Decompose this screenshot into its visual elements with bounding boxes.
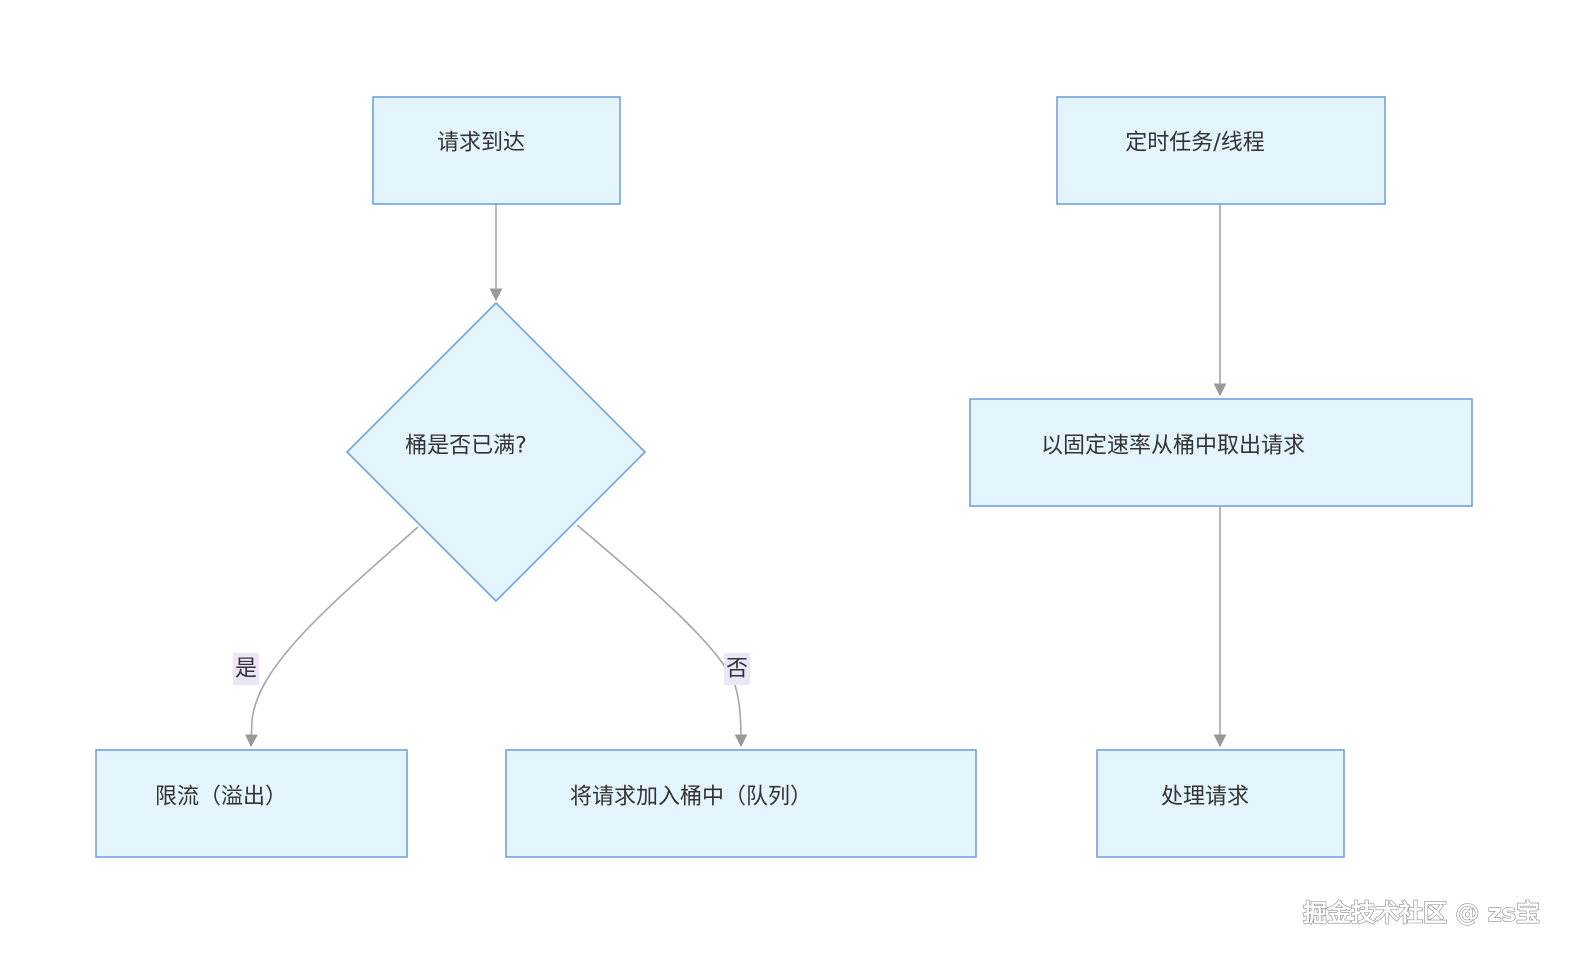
edges: [245, 204, 1227, 748]
watermark-text: 掘金技术社区 @ zs宝: [1303, 899, 1540, 927]
edge-label-no-text: 否: [726, 657, 748, 682]
node-process-request[interactable]: 处理请求: [1096, 749, 1345, 858]
edge-label-no: 否: [724, 653, 750, 685]
node-fetch-at-fixed-rate-label: 以固定速率从桶中取出请求: [1041, 434, 1305, 459]
node-add-to-bucket-queue-label: 将请求加入桶中（队列）: [570, 785, 812, 810]
node-process-request-label: 处理请求: [1161, 785, 1249, 810]
edge-decision-no-to-queue: [576, 524, 748, 748]
node-timer-task[interactable]: 定时任务/线程: [1056, 96, 1386, 205]
edge-label-yes: 是: [233, 653, 259, 685]
node-rate-limit-overflow[interactable]: 限流（溢出）: [95, 749, 408, 858]
node-request-arrives[interactable]: 请求到达: [372, 96, 621, 205]
node-fetch-at-fixed-rate[interactable]: 以固定速率从桶中取出请求: [969, 398, 1473, 507]
node-request-arrives-label: 请求到达: [437, 131, 525, 156]
node-rate-limit-overflow-label: 限流（溢出）: [155, 785, 287, 810]
node-is-bucket-full[interactable]: 桶是否已满?: [345, 301, 647, 603]
node-is-bucket-full-label: 桶是否已满?: [405, 434, 527, 459]
edge-label-yes-text: 是: [235, 657, 257, 682]
node-timer-task-label: 定时任务/线程: [1125, 131, 1264, 156]
edge-decision-yes-to-overflow: [245, 526, 419, 748]
node-add-to-bucket-queue[interactable]: 将请求加入桶中（队列）: [505, 749, 977, 858]
